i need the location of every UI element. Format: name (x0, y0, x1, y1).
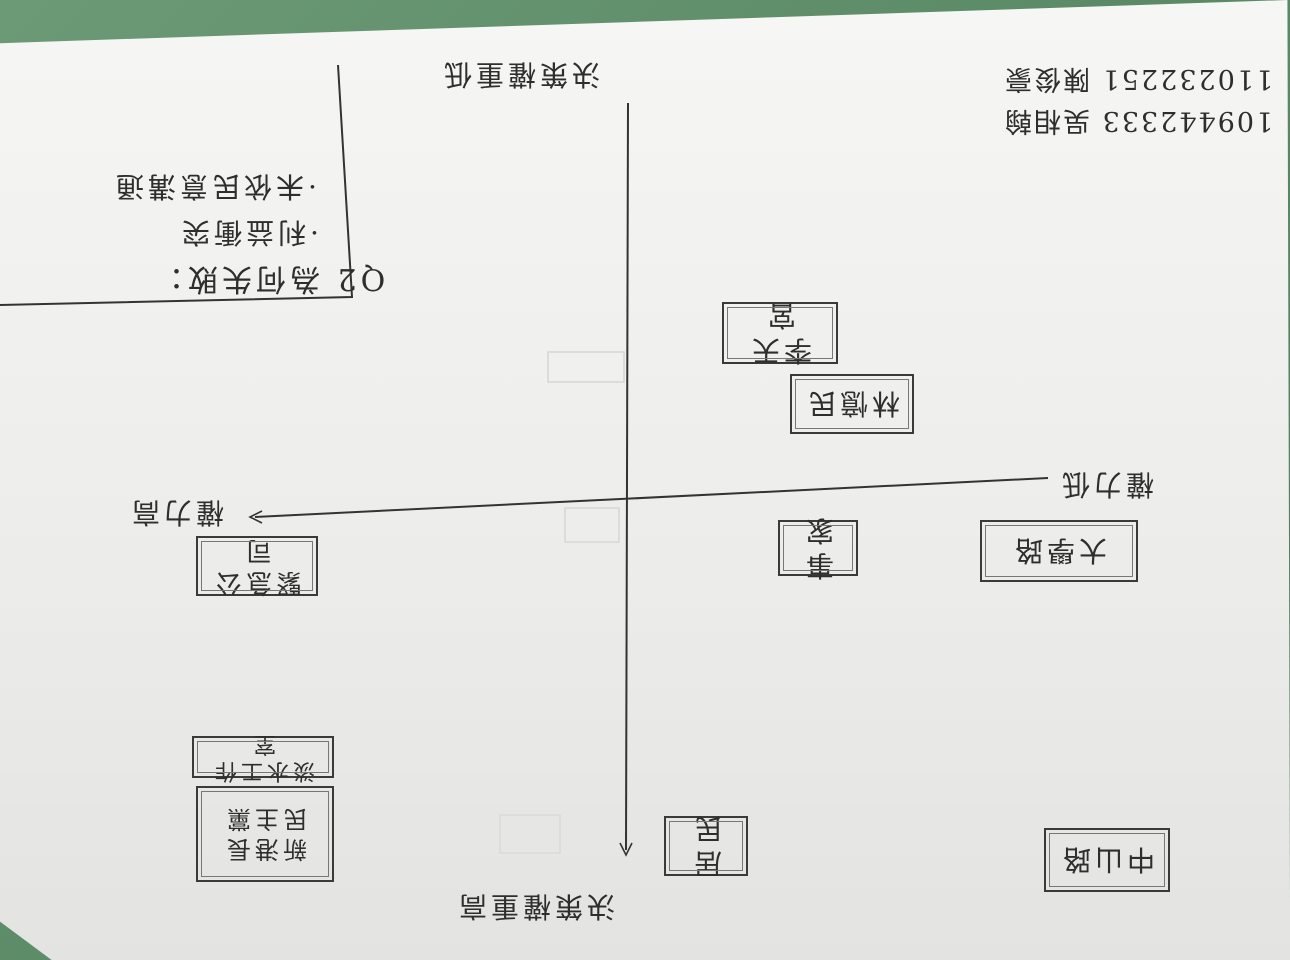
axis-top-label: 決策權重低 (440, 58, 601, 91)
student-line-1: 109442333 吳相翰 (1003, 105, 1274, 136)
vertical-axis-arrow (619, 842, 633, 857)
stakeholder-box: 緊急公司 (196, 535, 318, 598)
axis-right-label: 權力低 (1058, 468, 1155, 501)
question-item-1: ·利益衝突 (178, 216, 319, 249)
stakeholder-box: 李天宮 (722, 299, 838, 367)
vertical-axis (625, 102, 629, 851)
eraser-mark (547, 351, 625, 383)
eraser-mark (499, 814, 561, 854)
question-item-2: ·未依民意溝通 (112, 170, 317, 203)
stakeholder-box: 事家 (778, 514, 858, 582)
stakeholder-box: 大學路 (980, 520, 1138, 582)
stakeholder-box: 淡水工作室 (192, 731, 334, 784)
stakeholder-box: 中山路 (1044, 828, 1170, 892)
student-line-2: 110232251 陳俊豪 (1003, 63, 1274, 94)
axis-left-label: 權力高 (128, 496, 225, 529)
horizontal-axis-arrow (248, 510, 263, 524)
stakeholder-box: 新港長 民主黨 (196, 786, 334, 882)
eraser-mark (564, 507, 620, 543)
axis-bottom-label: 決策權重高 (455, 890, 616, 923)
stakeholder-box: 居民 (664, 812, 748, 880)
question-title: Q2 為何失敗： (150, 261, 386, 296)
horizontal-axis (254, 477, 1049, 518)
stakeholder-box: 林憶民 (790, 374, 914, 434)
question-box-border (0, 64, 354, 306)
